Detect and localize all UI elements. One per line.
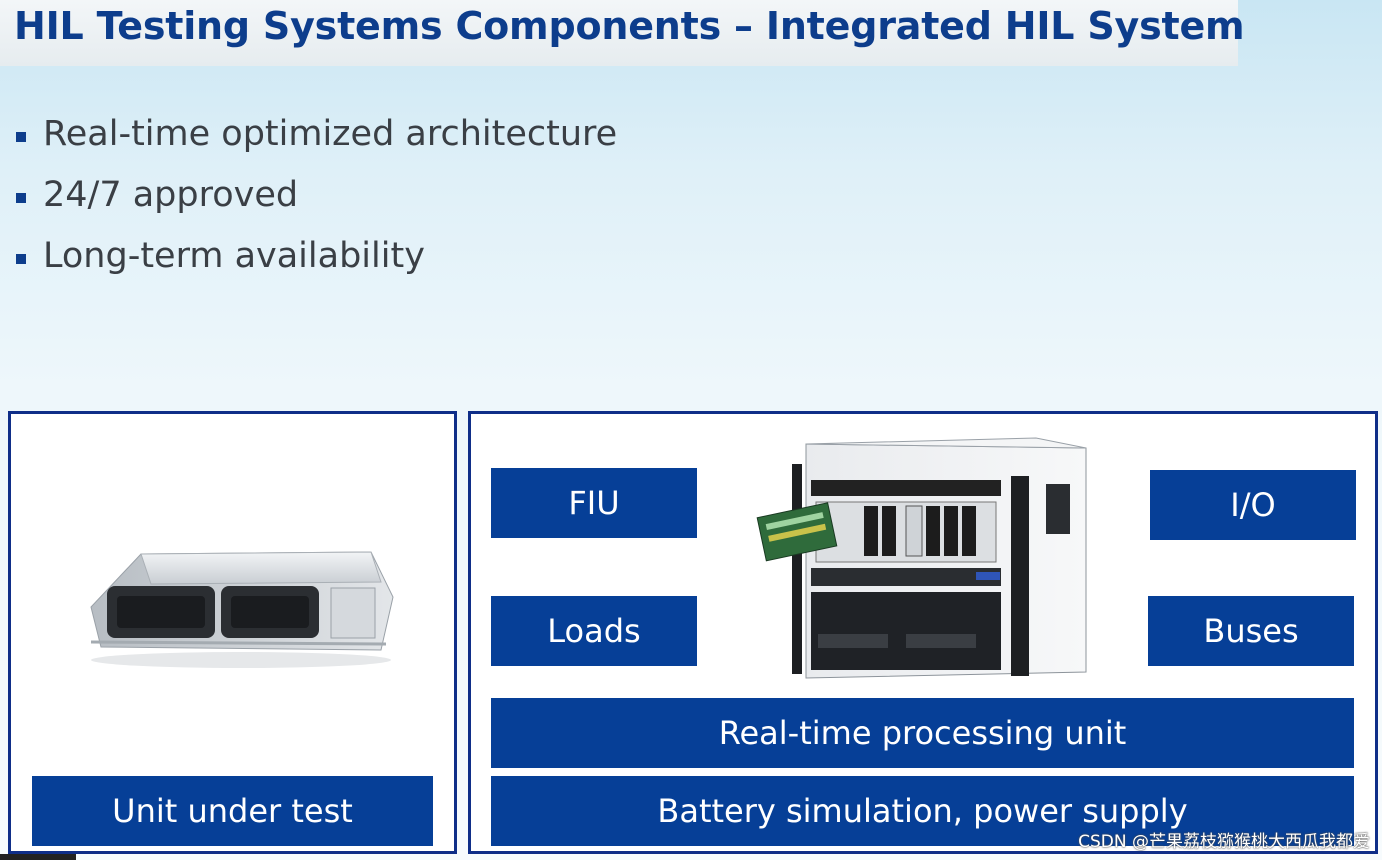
watermark-text: CSDN @芒果荔枝猕猴桃大西瓜我都爱 [1078,832,1370,852]
ecu-image [90,551,394,668]
io-box: I/O [1150,470,1356,540]
slide-title: HIL Testing Systems Components – Integra… [14,4,1245,48]
real-time-processing-unit-box: Real-time processing unit [491,698,1354,768]
bullet-text: 24/7 approved [43,175,299,215]
buses-box: Buses [1148,596,1354,666]
unit-under-test-label: Unit under test [32,776,433,846]
bullet-text: Real-time optimized architecture [43,114,618,154]
bullet-square-icon [16,254,26,264]
title-bar: HIL Testing Systems Components – Integra… [0,0,1245,66]
bullet-text: Long-term availability [43,236,425,276]
fiu-box: FIU [491,468,697,538]
battery-simulation-box: Battery simulation, power supply [491,776,1354,846]
hil-system-panel: FIU I/O Loads Buses Real-time proc [468,411,1378,854]
loads-box: Loads [491,596,697,666]
bottom-strip [0,854,76,860]
unit-under-test-panel: Unit under test [8,411,457,854]
hil-rack-image [756,437,1087,679]
bullet-square-icon [16,132,26,142]
bullet-square-icon [16,193,26,203]
